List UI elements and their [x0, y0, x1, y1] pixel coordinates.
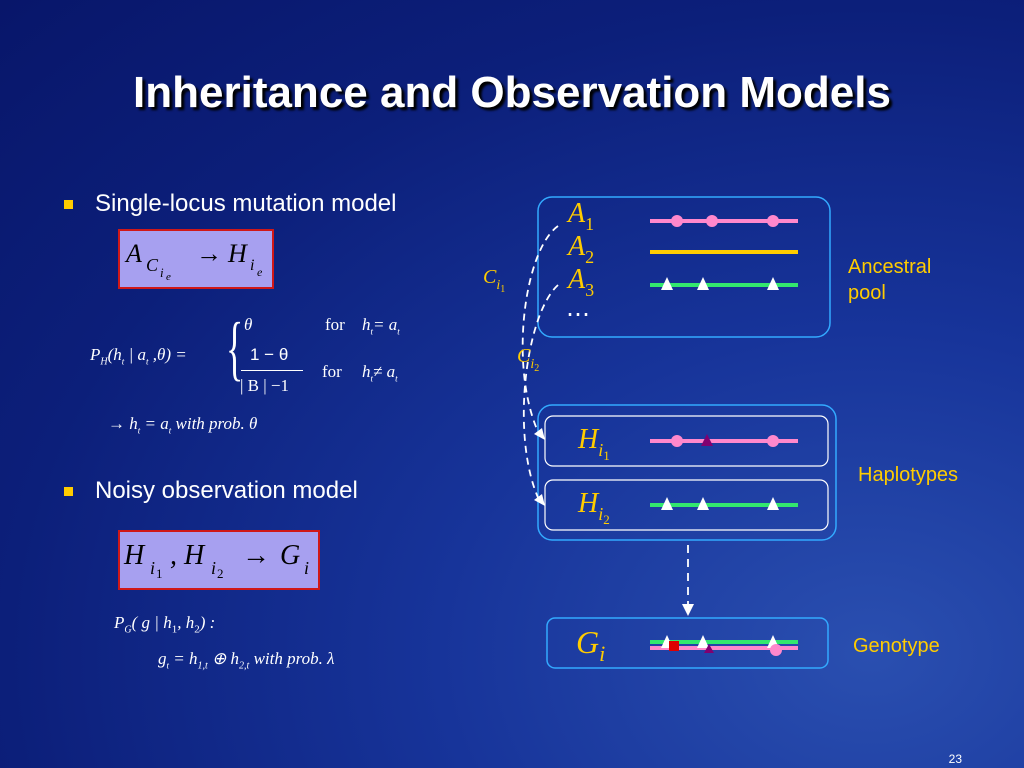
ci1-arrowhead	[534, 428, 545, 440]
fraction-bar	[241, 370, 303, 371]
haplotypes-label: Haplotypes	[858, 464, 959, 486]
ancestral-pool-label: Ancestral pool	[848, 256, 932, 304]
observation-model-box: H i 1 , H i 2 → G i	[118, 530, 320, 590]
box1-lhs-sub: C	[146, 255, 159, 275]
gi-label: Gi	[576, 624, 606, 666]
a1-marker	[767, 215, 779, 227]
hi1-marker	[671, 435, 683, 447]
page-number: 23	[948, 752, 962, 766]
box2-two: 2	[217, 566, 224, 581]
case2-denominator: | B | −1	[240, 376, 289, 395]
genotype-marker	[697, 635, 709, 648]
box1-lhs-subsubsub: e	[166, 271, 171, 283]
bullet-marker	[64, 200, 73, 210]
case-brace: {	[226, 308, 244, 388]
box2-arrow: →	[242, 540, 270, 571]
genotype-marker	[704, 644, 714, 653]
bullet-mutation-model: Single-locus mutation model	[64, 190, 397, 218]
hi2-marker	[697, 497, 709, 510]
box1-lhs-subsub: i	[160, 265, 164, 280]
slide-title: Inheritance and Observation Models	[133, 68, 891, 117]
ellipsis: ⋯	[566, 302, 590, 328]
genotype-arrowhead	[682, 604, 694, 616]
genotype-marker	[770, 644, 782, 656]
box2-h1: H	[124, 540, 145, 571]
ancestral-pool-box	[537, 196, 831, 338]
ci1-label: Ci1	[483, 266, 506, 295]
a3-marker	[661, 277, 673, 290]
hi1-mutation-marker	[701, 434, 713, 446]
ci2-arrow	[522, 284, 559, 503]
box1-rhs-subsub: e	[257, 265, 263, 279]
box1-rhs: H	[228, 239, 247, 268]
box1-arrow: →	[196, 239, 222, 268]
mutation-model-box: A C i e → H i e	[118, 229, 274, 289]
box2-h2: H	[184, 540, 205, 571]
a1-marker	[671, 215, 683, 227]
mutation-result: → ht = at with prob. θ	[108, 414, 258, 436]
box2-i2: i	[211, 558, 217, 578]
a1-marker	[706, 215, 718, 227]
case1-value: θ	[244, 315, 253, 334]
box2-i1: i	[150, 558, 156, 578]
ci1-arrow	[521, 225, 559, 437]
box2-gi: i	[304, 558, 310, 578]
a3-marker	[767, 277, 779, 290]
bullet-marker	[64, 487, 73, 497]
hi1-label: Hi1	[578, 424, 610, 463]
ci2-arrowhead	[534, 494, 545, 506]
hi2-label: Hi2	[578, 488, 610, 527]
haplotype-1-box	[544, 415, 829, 467]
bullet-observation-model: Noisy observation model	[64, 477, 358, 505]
pg-formula-line1: PG( g | h1, h2) :	[114, 613, 216, 636]
box2-comma: ,	[170, 540, 177, 571]
a2-label: A2	[568, 231, 595, 267]
hi1-marker	[767, 435, 779, 447]
haplotypes-outer-box	[537, 404, 837, 541]
case1-cond: for	[325, 315, 345, 334]
box1-lhs: A	[126, 239, 142, 268]
pg-formula-line2: gt = h1,t ⊕ h2,t with prob. λ	[158, 649, 335, 672]
case2-cond: for	[322, 362, 342, 381]
ph-formula-lhs: PH(ht | at ,θ) =	[90, 345, 187, 368]
case2-expr: ht≠ at	[362, 362, 398, 384]
box1-rhs-sub: i	[250, 257, 255, 274]
a3-marker	[697, 277, 709, 290]
a1-label: A1	[568, 198, 595, 234]
box2-one: 1	[156, 566, 163, 581]
box2-g: G	[280, 540, 301, 571]
bullet-text: Single-locus mutation model	[95, 190, 397, 217]
hi2-marker	[661, 497, 673, 510]
case2-numerator: 1 − θ	[250, 345, 289, 364]
haplotype-2-box	[544, 479, 829, 531]
ci2-label: Ci2	[517, 345, 540, 374]
genotype-label: Genotype	[853, 635, 940, 657]
a3-label: A3	[568, 264, 595, 300]
genotype-box	[546, 617, 829, 669]
genotype-error-marker	[669, 641, 679, 651]
case1-expr: ht= at	[362, 315, 400, 337]
bullet-text: Noisy observation model	[95, 477, 358, 504]
hi2-marker	[767, 497, 779, 510]
